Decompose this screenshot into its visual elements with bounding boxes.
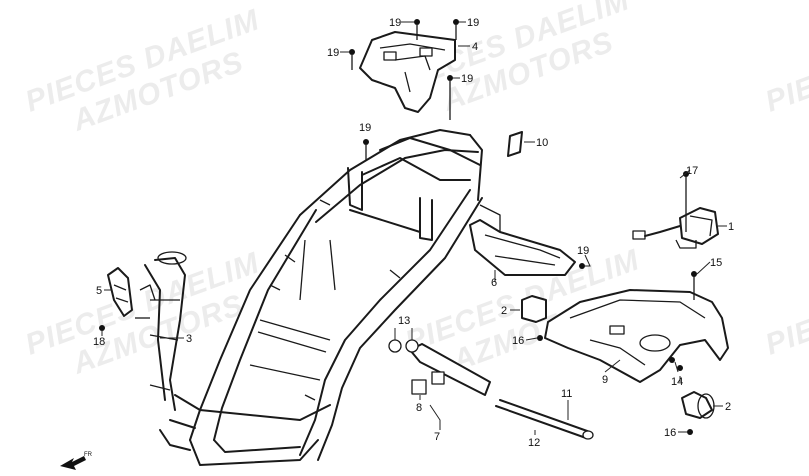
callout-19: 19 [327, 47, 339, 59]
long-bolt [495, 399, 594, 440]
rubber-mount-lower [681, 391, 715, 419]
watermark-edge-top: PIECES [761, 48, 809, 119]
side-bracket [469, 204, 576, 276]
small-plate [507, 131, 523, 157]
callout-labels: 19 19 19 4 19 19 10 17 1 19 6 15 5 18 3 … [93, 17, 734, 449]
callout-17: 17 [686, 165, 698, 177]
callout-3: 3 [186, 333, 192, 345]
callout-2: 2 [725, 401, 731, 413]
callout-7: 7 [434, 431, 440, 443]
callout-19: 19 [359, 122, 371, 134]
main-frame [135, 129, 483, 466]
leader-lines [101, 21, 727, 435]
callout-11: 11 [561, 388, 572, 400]
callout-6: 6 [491, 277, 497, 289]
callout-1: 1 [728, 221, 734, 233]
callout-16: 16 [664, 427, 676, 439]
sensor [632, 207, 719, 249]
callout-15: 15 [710, 257, 722, 269]
front-direction-arrow: FR [60, 452, 93, 470]
callout-19: 19 [577, 245, 589, 257]
top-bracket [359, 31, 456, 113]
callout-9: 9 [602, 374, 608, 386]
callout-2: 2 [501, 305, 507, 317]
callout-19: 19 [467, 17, 479, 29]
callout-8: 8 [416, 402, 422, 414]
callout-19: 19 [389, 17, 401, 29]
callout-19: 19 [461, 73, 473, 85]
rubber-mount-upper [521, 295, 547, 323]
callout-12: 12 [528, 437, 540, 449]
rear-fender [544, 289, 729, 383]
callout-14: 14 [671, 376, 683, 388]
watermark-edge-bottom: PIEC [761, 305, 809, 361]
callout-4: 4 [472, 41, 478, 53]
callout-10: 10 [536, 137, 548, 149]
front-bracket [107, 267, 133, 317]
callout-13: 13 [398, 315, 410, 327]
callout-18: 18 [93, 336, 105, 348]
callout-16: 16 [512, 335, 524, 347]
arrow-label: FR [84, 452, 93, 458]
callout-5: 5 [96, 285, 102, 297]
bolts [99, 19, 697, 435]
